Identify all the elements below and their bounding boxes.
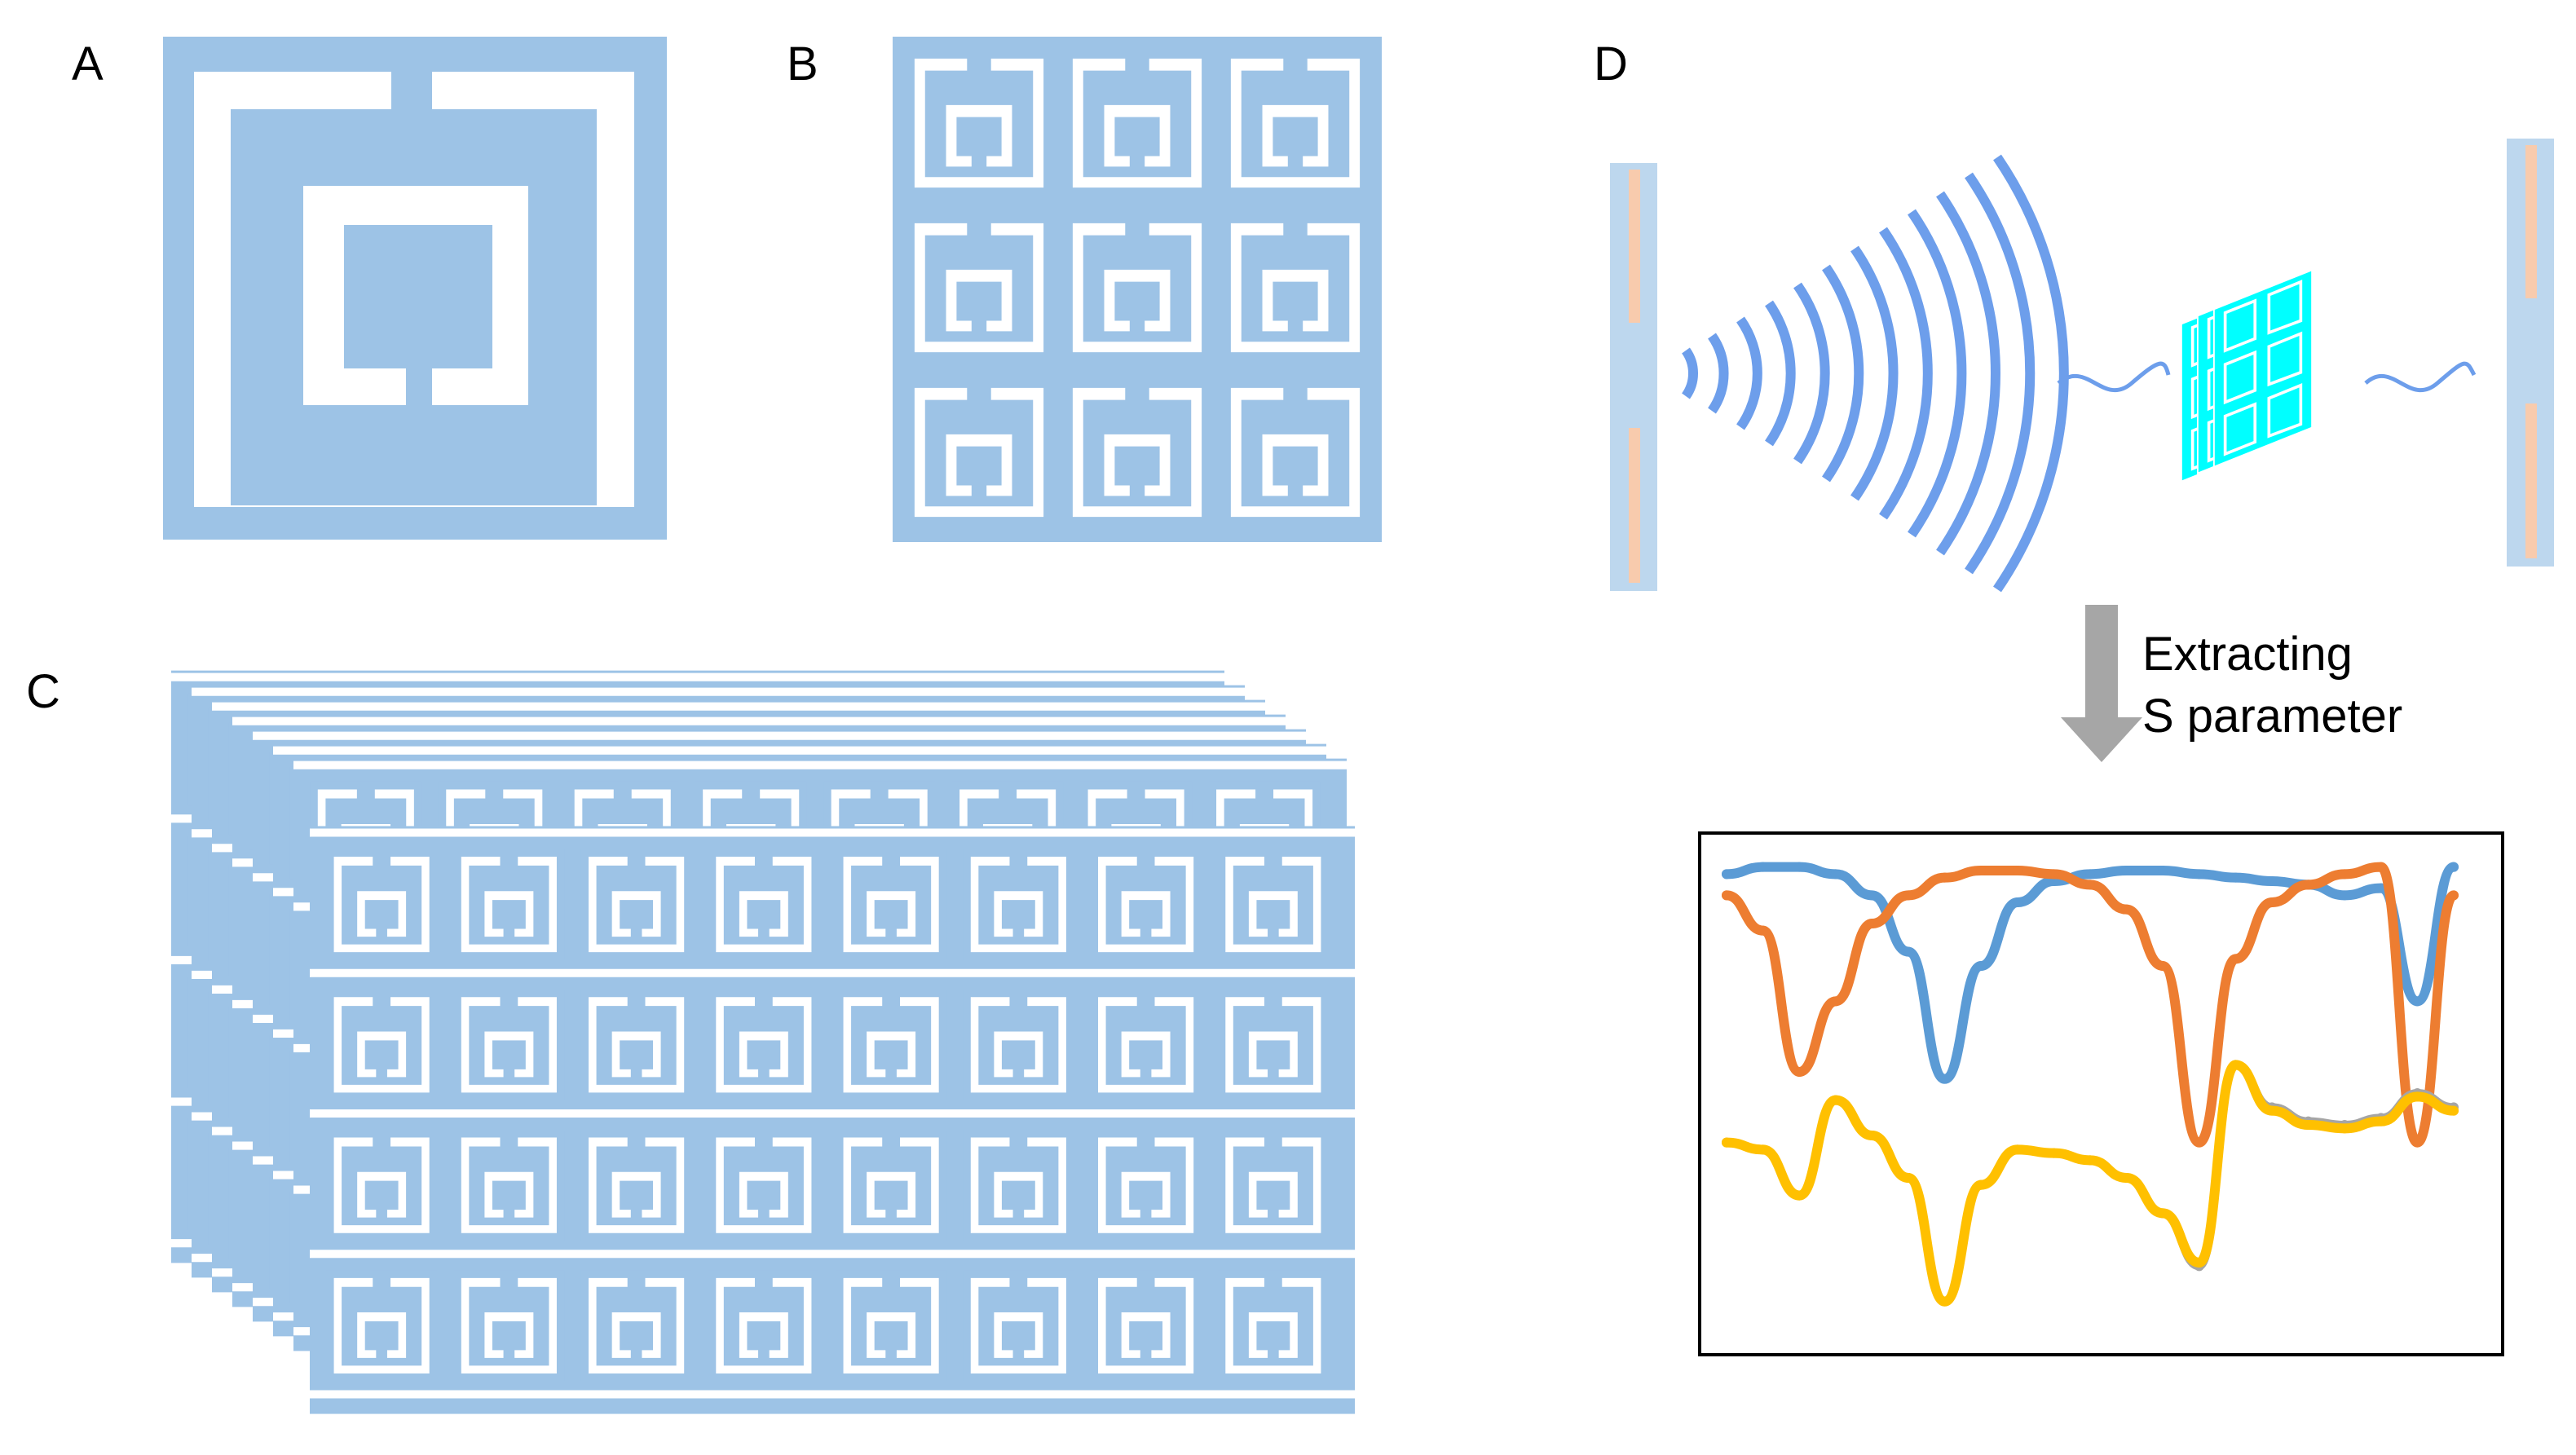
left-antenna — [1610, 163, 1657, 591]
data-point-3-1 — [1758, 1144, 1768, 1155]
arrow-label-line1: Extracting — [2142, 628, 2353, 681]
data-point-1-0 — [1722, 890, 1731, 901]
data-point-1-8 — [2012, 866, 2022, 875]
data-point-3-0 — [1722, 1137, 1731, 1148]
data-point-0-19 — [2412, 996, 2423, 1007]
data-point-1-19 — [2412, 1137, 2423, 1148]
data-point-1-12 — [2158, 961, 2168, 971]
data-point-3-10 — [2085, 1155, 2095, 1166]
data-point-0-18 — [2375, 883, 2386, 893]
data-point-3-5 — [1903, 1173, 1913, 1183]
data-point-1-10 — [2085, 880, 2095, 890]
data-point-3-12 — [2158, 1208, 2168, 1219]
data-point-0-6 — [1939, 1074, 1950, 1084]
data-point-0-17 — [2340, 890, 2350, 901]
data-point-1-13 — [2194, 1137, 2204, 1148]
data-point-0-15 — [2267, 876, 2277, 886]
data-point-0-4 — [1867, 890, 1877, 901]
data-point-1-4 — [1867, 919, 1877, 928]
data-point-1-6 — [1939, 872, 1950, 883]
data-point-3-19 — [2412, 1091, 2423, 1102]
data-point-3-9 — [2049, 1148, 2059, 1158]
data-point-0-0 — [1722, 869, 1731, 880]
data-point-3-2 — [1794, 1190, 1805, 1201]
data-point-1-20 — [2449, 890, 2459, 901]
data-point-0-7 — [1976, 961, 1987, 971]
wave-front — [1681, 154, 2069, 593]
data-point-1-3 — [1830, 996, 1841, 1007]
data-point-3-18 — [2375, 1116, 2386, 1127]
data-point-1-18 — [2375, 862, 2386, 872]
data-point-0-1 — [1758, 862, 1768, 872]
data-point-0-3 — [1830, 869, 1841, 880]
data-point-0-13 — [2194, 869, 2204, 880]
arrow-label-line2: S parameter — [2142, 690, 2402, 743]
data-point-3-11 — [2121, 1173, 2132, 1183]
unit-cell-srr — [163, 37, 667, 540]
data-point-0-14 — [2230, 872, 2241, 883]
data-point-1-1 — [1758, 925, 1768, 936]
panel-label-d: D — [1594, 37, 1628, 90]
panel-label-a: A — [72, 37, 104, 90]
s-parameter-plot — [1698, 831, 2504, 1356]
wave-signal-right — [2364, 361, 2477, 393]
data-point-0-20 — [2449, 862, 2459, 872]
srr-array-3x3 — [893, 37, 1382, 542]
data-point-3-14 — [2230, 1060, 2241, 1070]
plot-frame — [1698, 831, 2504, 1356]
data-point-1-2 — [1794, 1067, 1805, 1077]
data-point-1-17 — [2340, 869, 2350, 880]
data-point-1-5 — [1903, 890, 1913, 901]
data-point-1-16 — [2303, 880, 2314, 890]
data-point-3-3 — [1830, 1095, 1841, 1105]
data-point-1-15 — [2267, 897, 2277, 907]
data-point-3-20 — [2449, 1105, 2459, 1116]
data-point-1-11 — [2121, 904, 2132, 915]
data-point-1-9 — [2049, 869, 2059, 880]
data-point-0-11 — [2121, 866, 2132, 875]
data-point-3-8 — [2012, 1144, 2022, 1155]
down-arrow-icon — [2061, 605, 2142, 762]
data-point-3-7 — [1976, 1179, 1987, 1190]
data-point-3-17 — [2340, 1123, 2350, 1134]
data-point-3-15 — [2267, 1105, 2277, 1116]
data-point-1-7 — [1976, 866, 1987, 875]
panel-label-b: B — [787, 37, 818, 90]
data-point-0-12 — [2158, 866, 2168, 875]
data-point-3-4 — [1867, 1131, 1877, 1140]
wave-signal-left — [2057, 361, 2171, 393]
stacked-metamaterial — [171, 671, 1355, 1414]
data-point-0-10 — [2085, 869, 2095, 880]
data-point-3-13 — [2194, 1258, 2204, 1268]
data-point-3-16 — [2303, 1120, 2314, 1130]
right-antenna — [2507, 139, 2554, 567]
data-point-0-2 — [1794, 862, 1805, 872]
panel-label-c: C — [26, 665, 60, 718]
sample-sheets — [2181, 269, 2313, 483]
data-point-0-5 — [1903, 946, 1913, 957]
data-point-0-8 — [2012, 897, 2022, 907]
data-point-1-14 — [2230, 954, 2241, 964]
data-point-3-6 — [1939, 1296, 1950, 1307]
